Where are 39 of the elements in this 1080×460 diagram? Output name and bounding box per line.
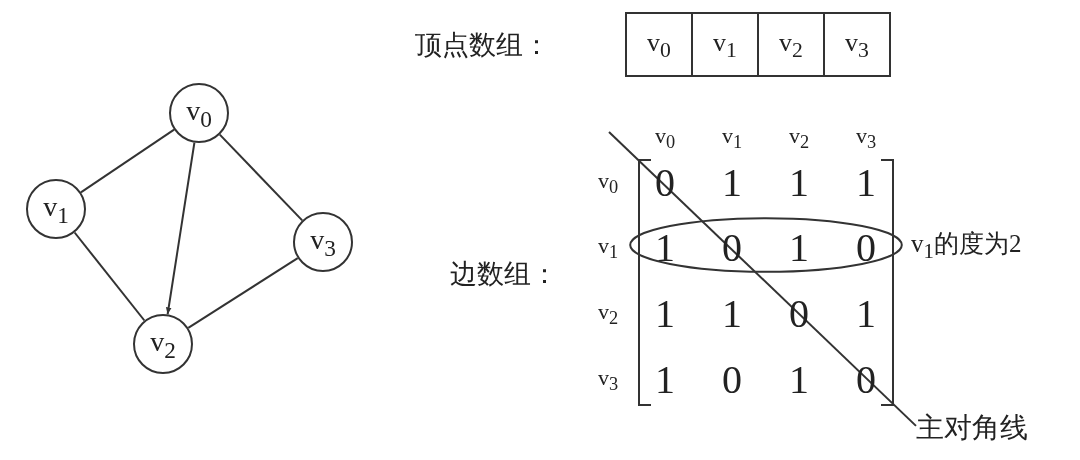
array-cell: v$_{0}$ [625,12,693,77]
diagonal-label: 主对角线 [916,413,1028,444]
vertex-circle: v$_{0}$ [169,83,229,143]
degree-note: v$_{1}$的度为2 [911,230,1022,262]
edge-line [79,128,176,194]
row-header: v$_{1}$ [597,234,619,262]
edge-line [73,231,146,322]
matrix-entry: 1 [722,294,742,334]
edge-line [187,257,299,329]
arrow [165,141,196,316]
array-title: 顶点数组： [415,31,550,59]
row-header: v$_{0}$ [597,169,619,197]
edge-line [218,133,304,222]
vertex-circle: v$_{2}$ [133,314,193,374]
column-header: v$_{3}$ [855,124,877,152]
row-header: v$_{3}$ [597,366,619,394]
matrix-title: 边数组： [450,260,558,288]
diagonal-line [608,131,917,427]
matrix-entry: 1 [856,294,876,334]
matrix-entry: 1 [789,360,809,400]
matrix-entry: 1 [655,360,675,400]
column-header: v$_{1}$ [721,124,743,152]
matrix-entry: 1 [789,163,809,203]
vertex-circle: v$_{1}$ [26,179,86,239]
matrix-entry: 0 [722,360,742,400]
column-header: v$_{2}$ [788,124,810,152]
matrix-entry: 1 [722,163,742,203]
vertex-circle: v$_{3}$ [293,212,353,272]
matrix-entry: 1 [789,228,809,268]
array-cell: v$_{2}$ [757,12,825,77]
matrix-entry: 1 [655,294,675,334]
column-header: v$_{0}$ [654,124,676,152]
matrix-entry: 0 [856,228,876,268]
matrix-entry: 1 [655,228,675,268]
array-cell: v$_{3}$ [823,12,891,77]
array-cell: v$_{1}$ [691,12,759,77]
matrix-entry: 1 [856,163,876,203]
row-header: v$_{2}$ [597,300,619,328]
highlight-ellipse [629,217,903,273]
